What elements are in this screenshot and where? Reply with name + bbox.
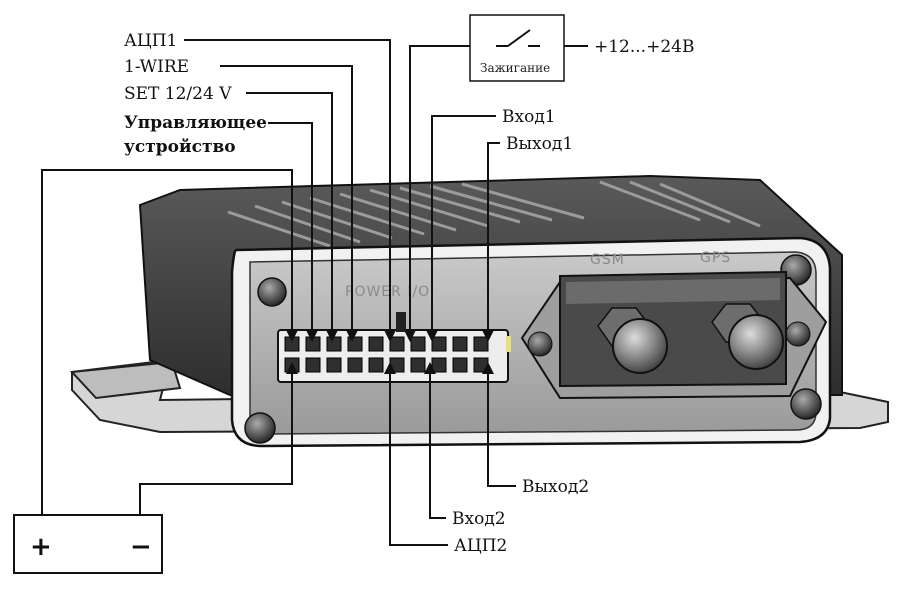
label-supply: +12...+24В bbox=[594, 37, 694, 57]
corner-screws bbox=[244, 254, 822, 444]
wire-control-device bbox=[268, 122, 313, 338]
power-source: + − bbox=[13, 514, 163, 574]
label-control-line1: Управляющее bbox=[124, 113, 267, 133]
label-output2: Выход2 bbox=[522, 477, 589, 497]
wire-adc1 bbox=[184, 39, 391, 338]
wire-output2 bbox=[487, 366, 516, 487]
antenna-screw-left bbox=[527, 331, 553, 357]
wire-input1 bbox=[431, 115, 496, 338]
screw-bottom-right bbox=[790, 388, 822, 420]
label-adc2: АЦП2 bbox=[454, 536, 507, 556]
label-output1: Выход1 bbox=[506, 134, 573, 154]
connector-pins bbox=[284, 336, 489, 373]
wire-battery-minus bbox=[139, 366, 293, 515]
gsm-antenna-connector bbox=[597, 307, 668, 374]
battery-minus-sign: − bbox=[130, 532, 152, 562]
wire-battery-plus bbox=[41, 169, 293, 515]
label-input2: Вход2 bbox=[452, 509, 506, 529]
label-adc1: АЦП1 bbox=[124, 31, 177, 51]
gps-antenna-connector bbox=[711, 303, 784, 370]
gps-label: GPS bbox=[700, 250, 731, 266]
label-control-line2: устройство bbox=[124, 137, 236, 157]
switch-contact bbox=[507, 29, 531, 47]
wire-output1 bbox=[487, 142, 500, 338]
wire-labels: АЦП1 1-WIRE SET 12/24 V Управляющее устр… bbox=[124, 31, 694, 556]
wire-adc2 bbox=[389, 366, 448, 546]
ignition-label: Зажигание bbox=[480, 61, 550, 75]
wire-input2 bbox=[429, 366, 446, 519]
power-io-label: POWER I/O bbox=[345, 284, 430, 300]
ignition-switch: Зажигание bbox=[469, 14, 565, 82]
antenna-panel: GSM GPS bbox=[520, 250, 828, 400]
gsm-label: GSM bbox=[590, 252, 625, 268]
screw-top-left bbox=[257, 277, 287, 307]
wire-one-wire bbox=[220, 65, 353, 338]
battery-plus-sign: + bbox=[30, 532, 52, 562]
antenna-screw-right bbox=[785, 321, 811, 347]
screw-bottom-left bbox=[244, 412, 276, 444]
label-set-voltage: SET 12/24 V bbox=[124, 84, 232, 104]
tracker-device: POWER I/O bbox=[69, 174, 889, 448]
label-input1: Вход1 bbox=[502, 107, 556, 127]
left-flange bbox=[69, 360, 182, 400]
wire-set-voltage bbox=[246, 92, 333, 338]
label-one-wire: 1-WIRE bbox=[124, 57, 189, 77]
cooling-fins bbox=[227, 180, 761, 248]
wire-ignition bbox=[409, 45, 496, 338]
